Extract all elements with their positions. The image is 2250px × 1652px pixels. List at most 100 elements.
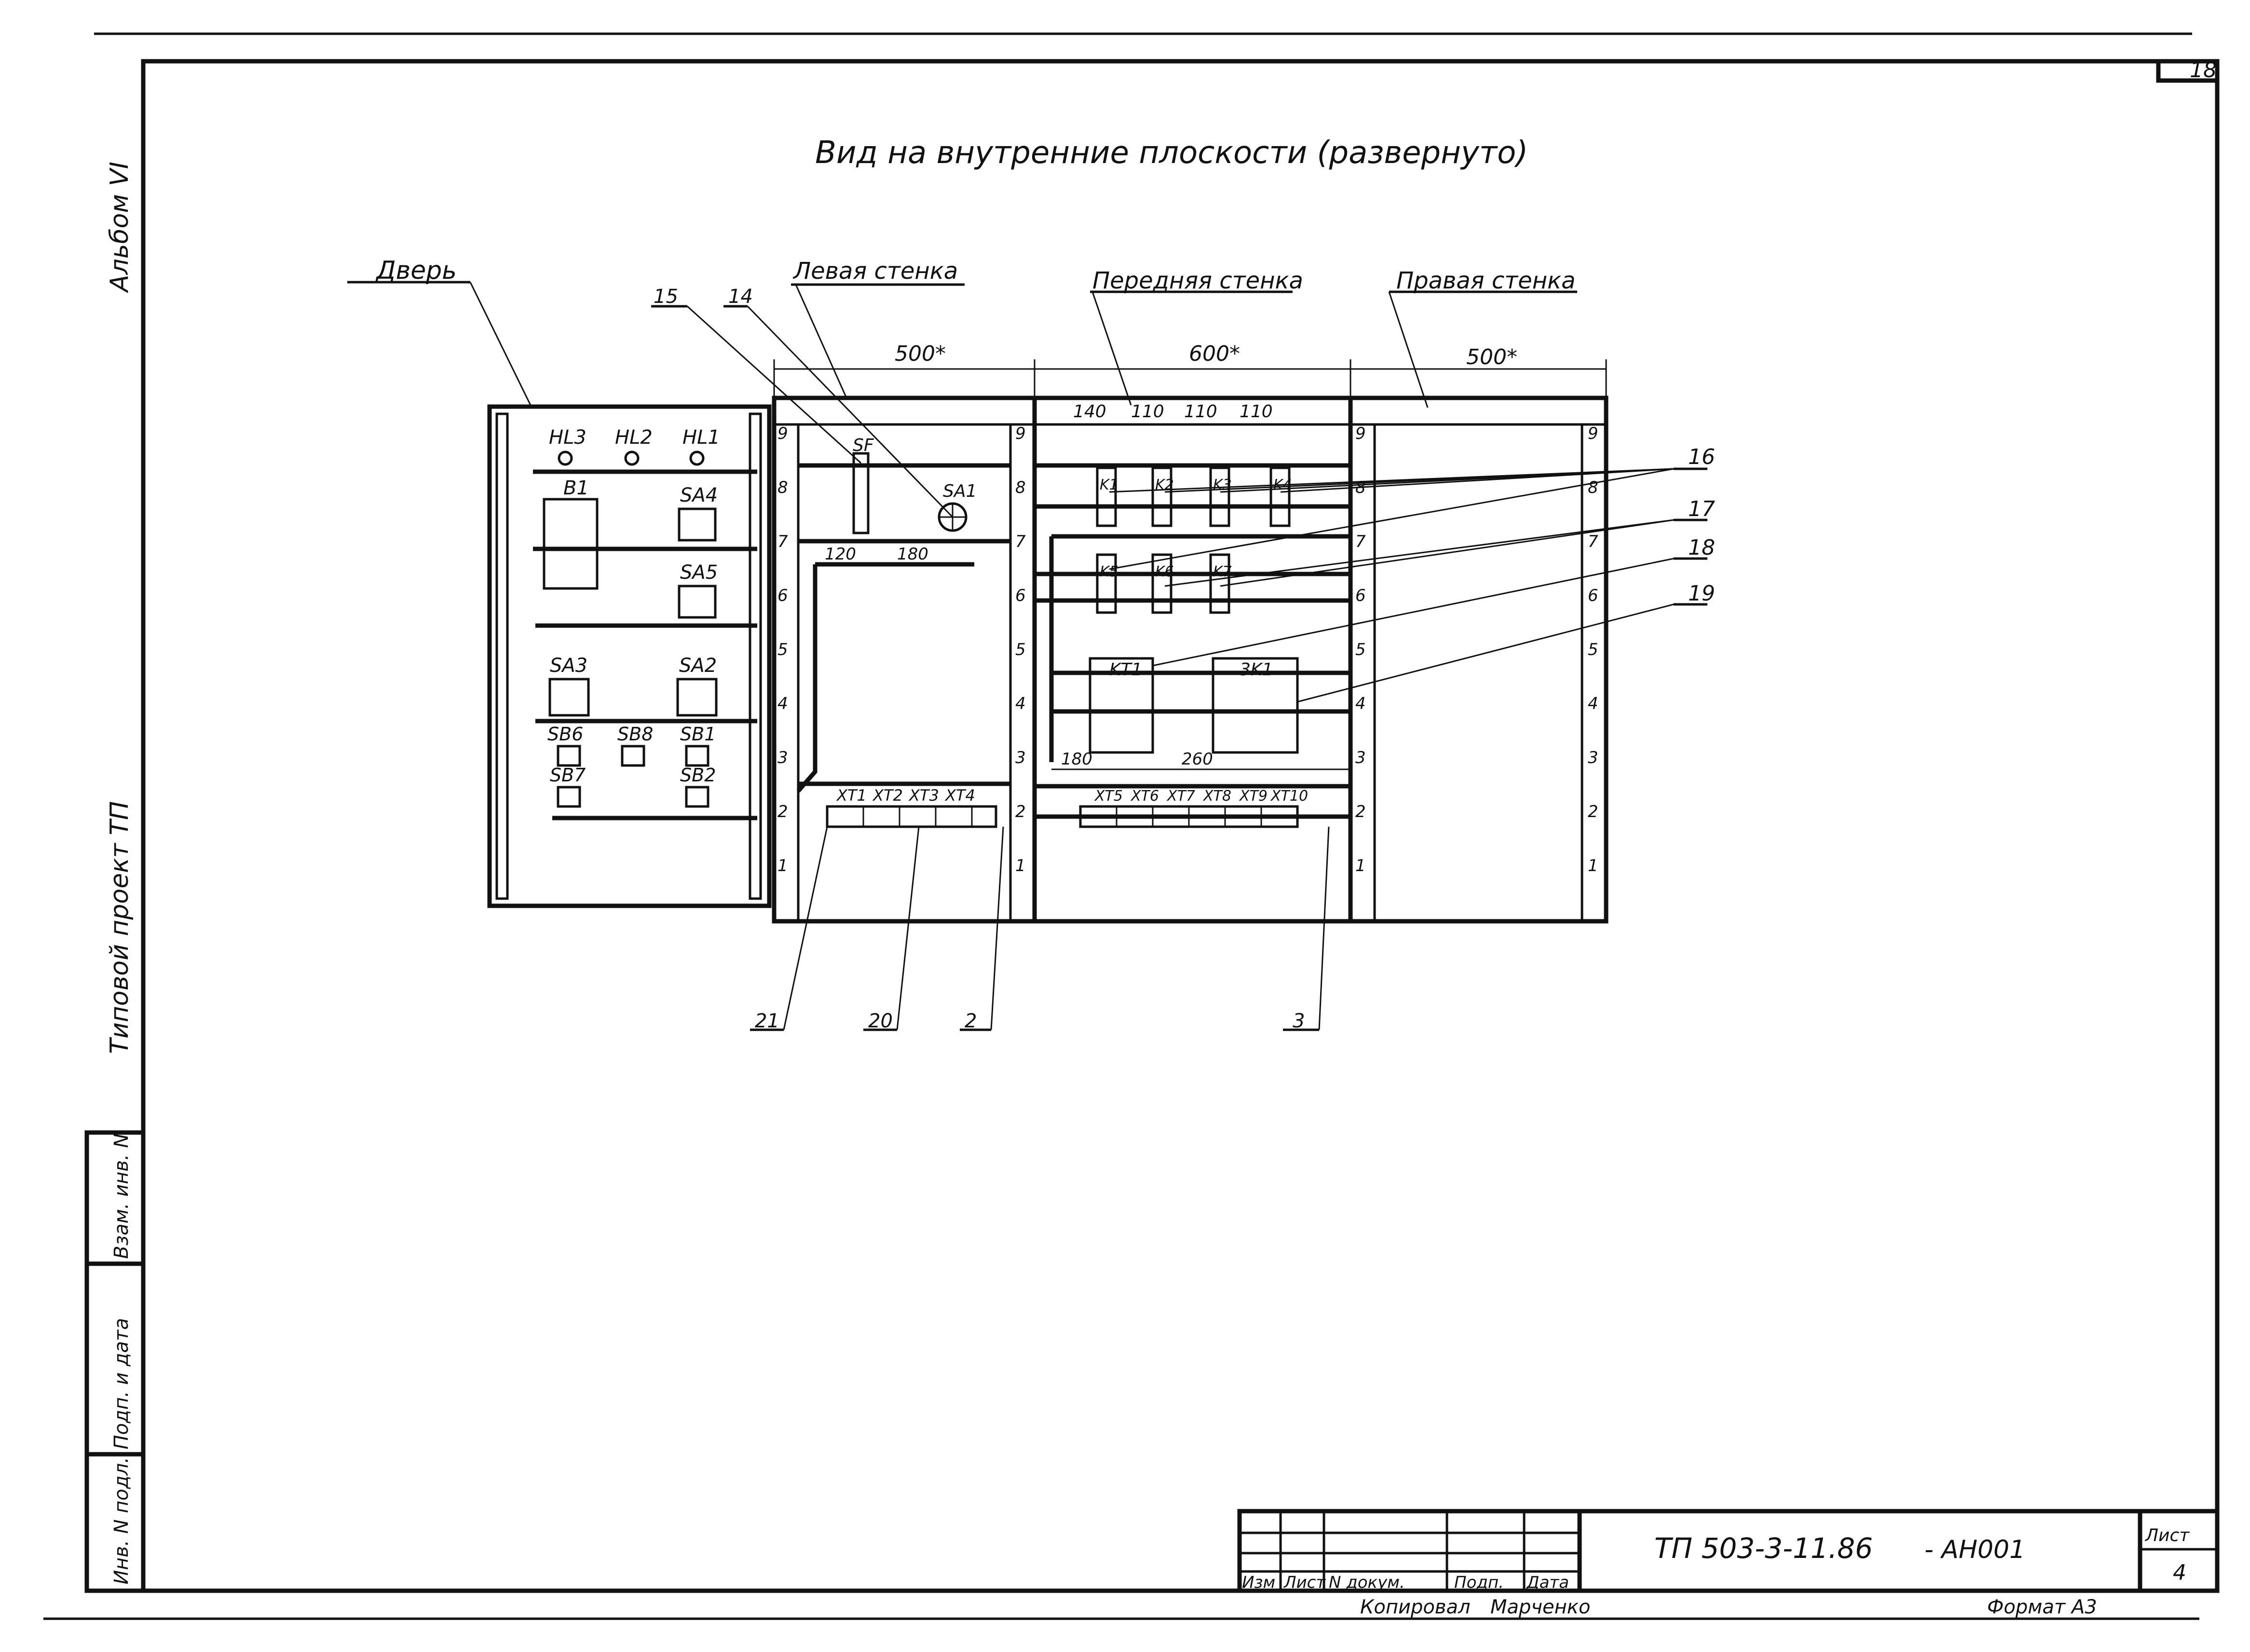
callout-label: 21 <box>755 1010 779 1032</box>
terminal-label: XT8 <box>1202 788 1231 805</box>
front-wall-components: 140 110 110 110 K1 K2 K3 K4 K5 K6 K7 KT1… <box>1035 402 1350 828</box>
dim-front-top: 110 <box>1240 402 1273 422</box>
scale-strips: 9 8 7 6 5 4 3 2 1 9 8 7 6 5 4 3 2 1 9 8 … <box>773 423 1608 923</box>
right-wall-label: Правая стенка <box>1396 267 1575 294</box>
scale-mark: 1 <box>1015 856 1026 875</box>
relay-label: K1 <box>1100 477 1118 493</box>
terminal-label: XT2 <box>872 786 903 805</box>
scale-mark: 3 <box>1355 748 1366 767</box>
scale-mark: 3 <box>1015 748 1026 767</box>
door-item: SA3 <box>550 655 587 677</box>
dim-right-width: 500* <box>1466 345 1517 369</box>
scale-mark: 9 <box>777 424 788 443</box>
terminal-label: XT1 <box>836 786 867 805</box>
door-item: В1 <box>563 477 589 499</box>
scale-mark: 5 <box>777 640 788 659</box>
scale-mark: 6 <box>777 586 788 605</box>
terminal-label: XT9 <box>1239 788 1268 805</box>
page-number: 18 <box>2190 58 2217 82</box>
callouts: 15 14 16 17 18 19 21 20 2 3 <box>651 286 1715 1032</box>
callout-label: 19 <box>1688 581 1715 606</box>
scale-mark: 2 <box>1015 802 1026 821</box>
door-item: SB2 <box>680 765 716 786</box>
scale-mark: 6 <box>1588 586 1598 605</box>
scale-mark: 9 <box>1588 424 1598 443</box>
sheet-frame: 18 <box>43 32 2220 1620</box>
front-wall-label: Передняя стенка <box>1092 267 1303 294</box>
door-label: Дверь <box>375 256 457 285</box>
terminal-label: XT6 <box>1130 788 1159 805</box>
switch-label: SA1 <box>943 481 977 501</box>
scale-mark: 2 <box>777 802 788 821</box>
scale-mark: 6 <box>1355 586 1366 605</box>
scale-mark: 4 <box>1588 694 1598 713</box>
door-item: SB7 <box>550 765 586 786</box>
dim-left-inner: 180 <box>897 545 928 564</box>
drawing-title: Вид на внутренние плоскости (развернуто) <box>815 135 1528 171</box>
scale-mark: 9 <box>1015 424 1026 443</box>
stamp-sign-date: Подп. и дата <box>110 1318 133 1449</box>
tb-header: Дата <box>1526 1573 1569 1592</box>
format-label: Формат А3 <box>1987 1596 2097 1618</box>
scale-mark: 4 <box>777 694 788 713</box>
scale-mark: 7 <box>777 532 788 551</box>
callout-label: 16 <box>1688 445 1715 469</box>
document-suffix: - АН001 <box>1924 1535 2025 1564</box>
terminal-label: XT5 <box>1094 788 1123 805</box>
scale-mark: 5 <box>1355 640 1366 659</box>
scale-mark: 1 <box>777 856 788 875</box>
scale-mark: 6 <box>1015 586 1026 605</box>
door-item: HL1 <box>682 426 720 449</box>
terminal-label: XT3 <box>908 786 939 805</box>
left-wall-components: SF SA1 120 180 XT1 XT2 XT3 XT4 <box>796 436 1010 828</box>
scale-mark: 3 <box>777 748 788 767</box>
stamp-inv-number: Инв. N подл. <box>110 1457 133 1584</box>
door-item: SB6 <box>547 724 583 745</box>
scale-mark: 2 <box>1355 802 1366 821</box>
callout-label: 14 <box>728 286 753 308</box>
scale-mark: 5 <box>1015 640 1026 659</box>
scale-mark: 7 <box>1355 532 1366 551</box>
scale-mark: 7 <box>1015 532 1026 551</box>
callout-label: 17 <box>1688 497 1715 521</box>
cabinet-walls: 500* 600* 500* <box>772 341 1609 924</box>
stamp-replace-inv: Взам. инв. N <box>110 1133 133 1259</box>
scale-mark: 7 <box>1588 532 1598 551</box>
callout-label: 2 <box>965 1010 977 1032</box>
scale-mark: 4 <box>1015 694 1026 713</box>
relay-label: K6 <box>1155 563 1174 580</box>
relay-label: K5 <box>1100 563 1118 580</box>
callout-label: 3 <box>1293 1010 1305 1032</box>
terminal-label: XT4 <box>944 786 975 805</box>
scale-mark: 9 <box>1355 424 1366 443</box>
callout-label: 15 <box>654 286 678 308</box>
scale-mark: 1 <box>1355 856 1366 875</box>
scale-mark: 1 <box>1588 856 1598 875</box>
door-item: SB8 <box>617 724 653 745</box>
terminal-label: XT7 <box>1166 788 1195 805</box>
series-label: Типовой проект ТП <box>105 801 134 1054</box>
door-item: HL2 <box>615 426 653 449</box>
dim-front-top: 140 <box>1073 402 1106 422</box>
dim-front-top: 110 <box>1184 402 1217 422</box>
tb-header: Изм <box>1242 1573 1275 1592</box>
door-item: HL3 <box>549 426 586 449</box>
dim-left-inner: 120 <box>825 545 856 564</box>
tb-header: N докум. <box>1329 1573 1405 1592</box>
door-item: SA2 <box>679 655 717 677</box>
door-item: SA5 <box>680 561 718 584</box>
callout-label: 20 <box>868 1010 893 1032</box>
tb-header: Лист <box>1283 1573 1326 1592</box>
door-item: SB1 <box>680 724 716 745</box>
scale-mark: 8 <box>1015 478 1026 497</box>
album-label: Альбом VI <box>105 162 134 293</box>
sheet-number: 4 <box>2173 1560 2186 1585</box>
page-number-box <box>2156 59 2220 83</box>
margin-stamp: Инв. N подл. Подп. и дата Взам. инв. N Т… <box>84 162 146 1593</box>
scale-mark: 8 <box>777 478 788 497</box>
wall-labels: Дверь Левая стенка Передняя стенка Права… <box>347 256 1577 408</box>
relay-label: K2 <box>1155 477 1174 493</box>
timer-label: KT1 <box>1109 660 1143 680</box>
copied-by: Марченко <box>1490 1596 1590 1618</box>
